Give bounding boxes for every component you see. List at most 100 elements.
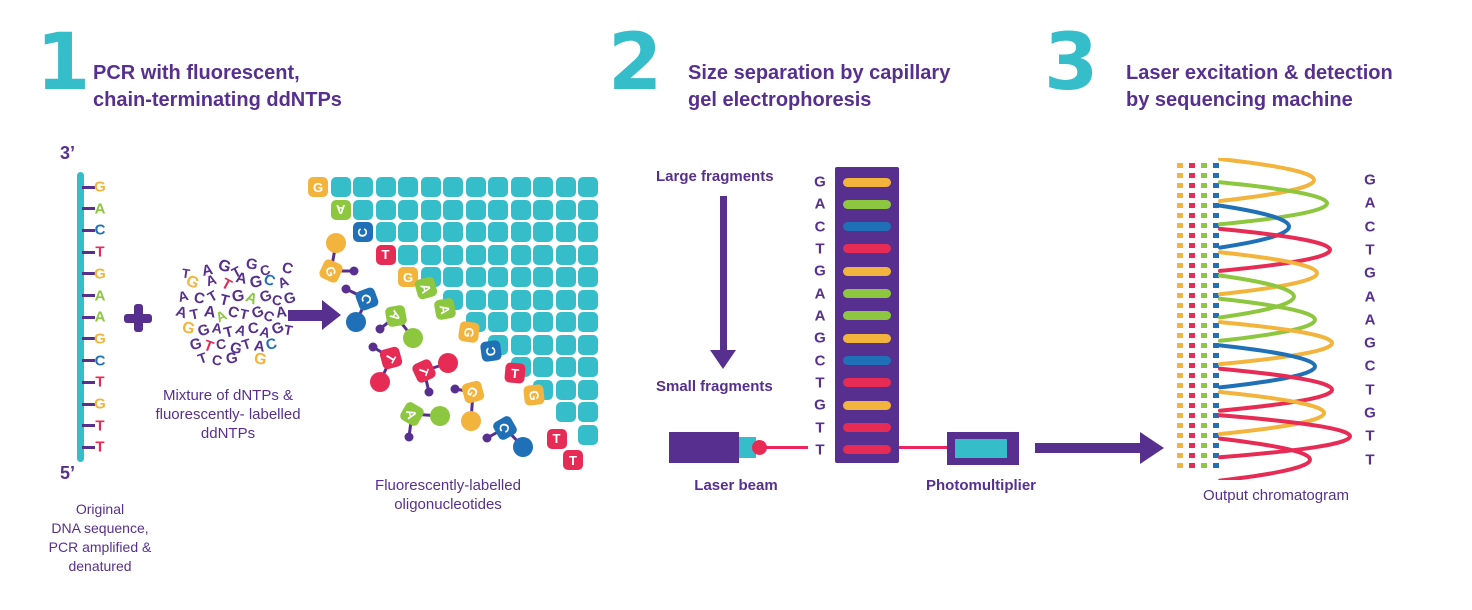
chromatogram-base-letter: A [1364, 194, 1376, 212]
strand-tick [82, 315, 95, 319]
capillary-dot [1201, 403, 1207, 408]
capillary-dot [1189, 333, 1195, 338]
grid-square [533, 357, 553, 377]
grid-square [555, 177, 576, 197]
grid-square [443, 267, 463, 287]
capillary-dot [1201, 423, 1207, 428]
fluorophore-dye [370, 372, 390, 392]
capillary-dot [1201, 463, 1207, 468]
grid-square [488, 267, 508, 287]
capillary-dot [1201, 343, 1207, 348]
chromatogram-peak [1218, 203, 1291, 250]
capillary-dot [1189, 263, 1195, 268]
grid-base-tile: C [479, 339, 503, 363]
capillary-dot [1201, 373, 1207, 378]
capillary-dot [1189, 453, 1195, 458]
strand-base: T [95, 373, 105, 391]
grid-square [353, 177, 373, 197]
grid-square [578, 312, 598, 332]
capillary-dot [1177, 313, 1183, 318]
capillary-dot [1201, 183, 1207, 188]
photomultiplier-window [955, 439, 1007, 458]
grid-square [465, 289, 486, 310]
mixture-base-letter: A [234, 269, 249, 288]
grid-square [488, 199, 508, 220]
ddntp-base-tile: A [384, 304, 408, 328]
chromatogram-peak [1218, 413, 1352, 460]
grid-base-tile: T [503, 361, 526, 384]
grid-square [398, 199, 418, 220]
grid-base-tile: A [330, 199, 351, 220]
strand-base: T [95, 417, 105, 435]
gel-base-letter: T [815, 419, 825, 437]
grid-square [578, 424, 598, 445]
original-dna-caption: Original DNA sequence, PCR amplified & d… [48, 501, 152, 574]
fluorophore-dye [403, 328, 423, 348]
strand-tick [82, 250, 95, 254]
capillary-dot [1177, 393, 1183, 398]
phosphate-dot [424, 387, 434, 397]
gel-base-letter: T [815, 441, 825, 459]
chromatogram-peak [1218, 390, 1326, 436]
capillary-dot [1213, 463, 1219, 468]
gel-band [843, 244, 891, 254]
capillary-dot [1189, 173, 1195, 178]
capillary-dot [1177, 163, 1183, 168]
gel-band [843, 378, 891, 388]
gel-band [843, 199, 891, 209]
small-fragments-label: Small fragments [656, 378, 773, 395]
chromatogram-peaks [1218, 158, 1352, 480]
chromatogram-base-letter: C [1364, 357, 1376, 375]
strand-base: C [94, 352, 106, 370]
gel-band [843, 400, 891, 410]
capillary-dot [1201, 173, 1207, 178]
capillary-dot [1201, 273, 1207, 278]
capillary-dot [1177, 343, 1183, 348]
step-2-title: Size separation by capillary gel electro… [688, 62, 951, 111]
grid-base-letter: A [417, 281, 434, 294]
capillary-dot [1201, 283, 1207, 288]
laser-beam-label: Laser beam [694, 477, 778, 494]
capillary-dot [1189, 383, 1195, 388]
grid-square [488, 222, 508, 242]
gel-base-letter: G [814, 173, 826, 191]
capillary-dot [1213, 373, 1219, 378]
capillary-dot [1213, 213, 1219, 218]
chromatogram-peak [1218, 296, 1317, 343]
laser-beam-line-left [766, 446, 808, 449]
grid-square [488, 312, 508, 332]
strand-base: C [94, 221, 106, 239]
grid-square [578, 402, 598, 422]
laser-beam-line-right [899, 446, 947, 449]
capillary-dot [1177, 273, 1183, 278]
strand-tick [82, 380, 95, 384]
capillary-dot [1177, 433, 1183, 438]
grid-square [555, 334, 576, 355]
laser-nozzle [739, 437, 756, 458]
capillary-dot [1189, 373, 1195, 378]
capillary-dot [1201, 393, 1207, 398]
capillary-dot [1189, 353, 1195, 358]
laser-lens [752, 440, 767, 455]
grid-square [443, 244, 463, 265]
grid-square [510, 222, 531, 242]
phosphate-dot [482, 433, 492, 443]
capillary-dot [1177, 413, 1183, 418]
capillary-dot [1177, 173, 1183, 178]
capillary-dot [1213, 253, 1219, 258]
grid-square [555, 312, 576, 332]
grid-square [488, 244, 508, 265]
chromatogram-base-letter: G [1364, 404, 1376, 422]
chromatogram-peak [1218, 366, 1334, 413]
step-3-number: 3 [1044, 18, 1099, 108]
capillary-dot [1213, 303, 1219, 308]
grid-square [510, 177, 531, 197]
grid-square [578, 199, 598, 220]
grid-square [533, 334, 553, 355]
chromatogram-base-letter: G [1364, 171, 1376, 189]
capillary-dot [1201, 313, 1207, 318]
grid-square [578, 289, 598, 310]
grid-base-letter: T [509, 364, 520, 381]
capillary-dot [1201, 323, 1207, 328]
